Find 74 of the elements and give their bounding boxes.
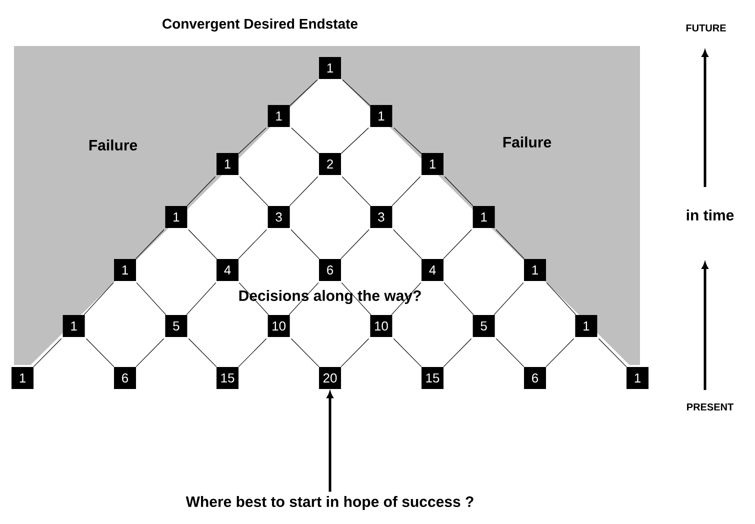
- connector-line: [494, 282, 524, 316]
- connector-line: [188, 229, 217, 260]
- number-box: 10: [268, 315, 290, 337]
- number-box: 4: [216, 259, 238, 281]
- number-box: 1: [370, 105, 392, 127]
- connector-line: [340, 128, 369, 154]
- connector-line: [84, 282, 114, 316]
- connector-line: [546, 282, 576, 316]
- connector-line: [290, 338, 320, 368]
- time-label: FUTURE: [686, 24, 726, 32]
- number-box: 6: [319, 259, 341, 281]
- time-label: PRESENT: [687, 403, 734, 411]
- connector-line: [342, 80, 370, 106]
- number-box: 1: [114, 259, 136, 281]
- number-box: 1: [12, 367, 34, 389]
- title: Convergent Desired Endstate: [162, 18, 358, 32]
- connector-line: [239, 176, 268, 206]
- connector-line: [546, 338, 574, 368]
- connector-line: [444, 282, 474, 316]
- connector-line: [289, 176, 318, 206]
- number-box: 6: [524, 367, 546, 389]
- connector-line: [33, 338, 62, 368]
- number-box: 1: [62, 315, 85, 337]
- connector-line: [290, 229, 320, 260]
- number-box: 1: [626, 367, 648, 389]
- number-box: 1: [165, 206, 188, 228]
- connector-line: [598, 338, 627, 368]
- connector-line: [444, 176, 474, 206]
- connector-line: [136, 338, 164, 368]
- connector-line: [290, 80, 318, 106]
- number-box: 4: [422, 259, 444, 281]
- number-box: 1: [422, 153, 444, 175]
- connector-line: [238, 229, 267, 260]
- connector-line: [86, 338, 114, 368]
- number-box: 1: [524, 259, 546, 281]
- connector-line: [238, 128, 266, 154]
- connector-line: [136, 229, 164, 260]
- connector-line: [393, 229, 422, 260]
- arrow: [326, 391, 334, 492]
- connector-line: [393, 338, 422, 368]
- number-box: 15: [216, 367, 238, 389]
- number-box: 15: [422, 367, 444, 389]
- region-label: Failure: [89, 140, 138, 150]
- number-box: 5: [472, 315, 495, 337]
- connector-line: [342, 176, 371, 206]
- number-box: 3: [268, 206, 290, 228]
- connector-line: [136, 282, 166, 316]
- connector-line: [238, 338, 267, 368]
- number-box: 20: [319, 367, 341, 389]
- connector-line: [496, 229, 524, 260]
- connector-line: [186, 282, 216, 316]
- number-box: 1: [472, 206, 495, 228]
- connector-line: [443, 229, 472, 260]
- connector-line: [392, 176, 421, 206]
- connector-line: [186, 176, 216, 206]
- number-box: 1: [268, 105, 290, 127]
- region-label: Failure: [503, 136, 552, 148]
- connector-line: [443, 338, 472, 368]
- connector-line: [340, 338, 370, 368]
- question-text: Where best to start in hope of success ?: [186, 496, 474, 510]
- number-box: 1: [575, 315, 598, 337]
- time-label: in time: [686, 210, 734, 220]
- number-box: 1: [319, 57, 341, 79]
- number-box: 10: [370, 315, 392, 337]
- number-box: 6: [114, 367, 136, 389]
- connector-line: [340, 229, 370, 260]
- connector-line: [496, 338, 524, 368]
- connector-line: [394, 128, 422, 154]
- connector-line: [291, 128, 320, 154]
- number-box: 5: [165, 315, 188, 337]
- number-box: 2: [319, 153, 341, 175]
- number-box: 3: [370, 206, 392, 228]
- number-box: 1: [216, 153, 238, 175]
- connector-line: [188, 338, 217, 368]
